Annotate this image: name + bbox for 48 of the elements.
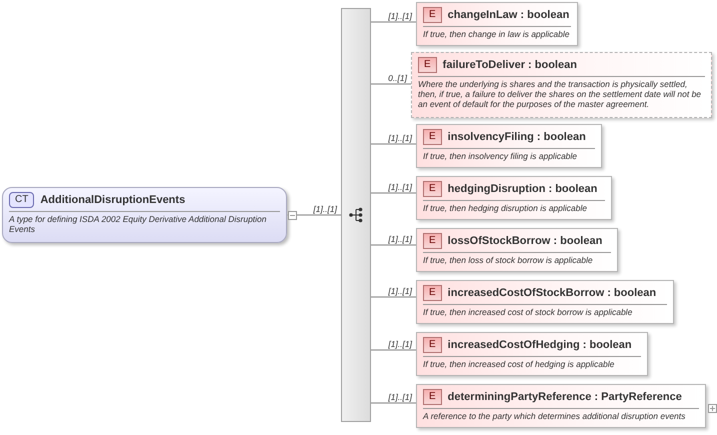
edge-label: [1]..[1] [387,234,413,244]
element-description: A type for defining ISDA 2002 Equity Derivative Additional Disruption Events [8,213,268,236]
element-name: lossOfStockBorrow : boolean [448,235,602,247]
element-description: Where the underlying is shares and the transaction is physically settled, then, if true, a failure to deliver the shares on the settlement date will not be an event of default for the purposes of the master agreement. [417,78,702,111]
element-description: If true, then change in law is applicable [422,28,570,41]
element-badge: E [418,57,437,73]
element-name: changeInLaw : boolean [448,9,570,21]
element-description: A reference to the party which determines additional disruption events [422,410,686,423]
element-box [416,280,674,324]
complex-type-badge: CT [9,192,34,208]
element-box [416,228,618,272]
element-name: determiningPartyReference : PartyReference [448,391,682,403]
connector-line [370,296,416,298]
element-name: AdditionalDisruptionEvents [40,194,186,206]
element-description: If true, then increased cost of hedging is applicable [422,358,616,371]
element-box [416,176,612,220]
element-name: increasedCostOfStockBorrow : boolean [448,287,656,299]
element-box [416,332,648,376]
connector-line [370,244,416,246]
connector-line [370,192,416,194]
sequence-bar [341,8,371,422]
edge-label: [1]..[1] [387,392,413,402]
edge-label: [1]..[1] [387,339,413,349]
element-box [411,52,712,118]
element-name: hedgingDisruption : boolean [448,183,598,195]
connector-line [370,402,416,404]
element-description: If true, then loss of stock borrow is applicable [422,254,594,267]
element-name: insolvencyFiling : boolean [448,131,586,143]
element-description: If true, then insolvency filing is applicable [422,150,578,163]
edge-label: [1]..[1] [387,133,413,143]
element-badge: E [423,181,442,197]
element-description: If true, then hedging disruption is applicable [422,202,588,215]
element-badge: E [423,285,442,301]
edge-label: [1]..[1] [387,286,413,296]
edge-label: 0..[1] [387,73,408,83]
element-badge: E [423,7,442,23]
element-badge: E [423,129,442,145]
element-box [416,124,602,168]
element-box [416,2,578,46]
element-name: increasedCostOfHedging : boolean [448,339,632,351]
element-badge: E [423,233,442,249]
element-badge: E [423,389,442,405]
edge-label: [1]..[1] [387,11,413,21]
element-badge: E [423,337,442,353]
element-description: If true, then increased cost of stock borrow is applicable [422,306,634,319]
element-name: failureToDeliver : boolean [442,59,577,71]
edge-label: [1]..[1] [312,204,338,214]
edge-label: [1]..[1] [387,182,413,192]
